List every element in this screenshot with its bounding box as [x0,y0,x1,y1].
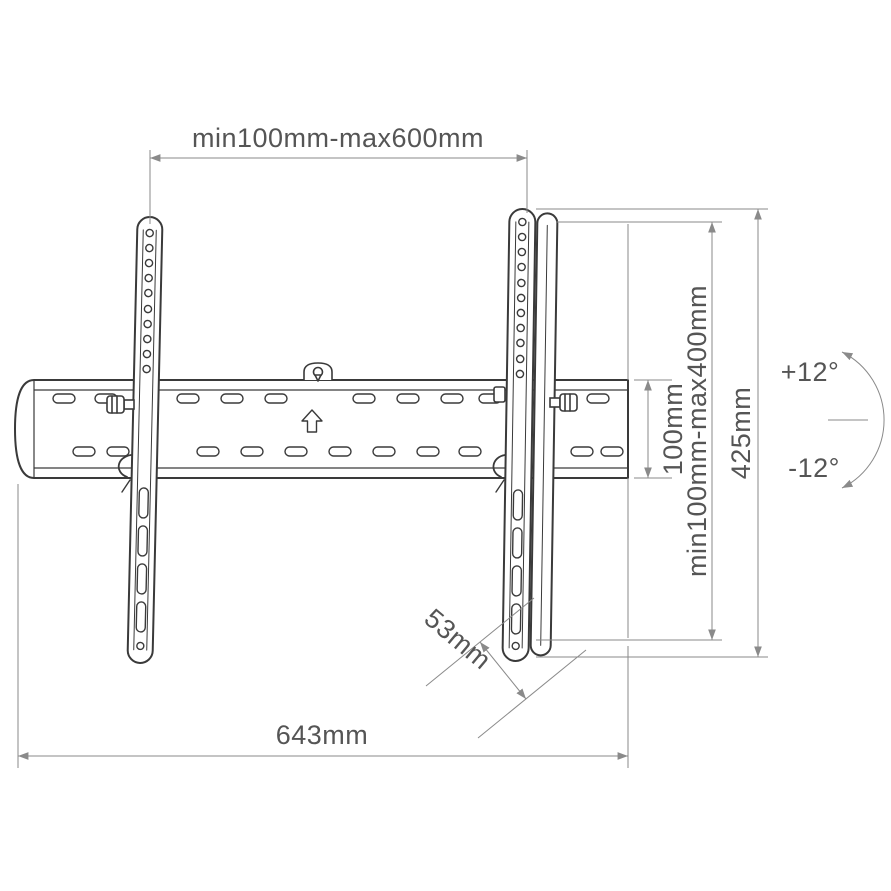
right-bracket-clip [493,386,506,403]
label-depth: 53mm [419,603,497,675]
label-vesa-range: min100mm-max400mm [682,285,712,577]
dim-total-width [17,484,629,768]
dim-bracket-height [536,208,768,658]
right-bracket-slots [510,489,524,651]
label-plate-height: 100mm [658,383,688,476]
right-bracket [501,207,559,662]
dimension-lines [17,150,885,768]
label-tilt-down: -12° [788,453,840,483]
right-bracket-knob [492,386,578,493]
plate-center-tab [303,362,333,382]
plate-slots-bottom [72,446,624,457]
label-total-width: 643mm [276,720,369,750]
left-bracket-hook [117,454,132,478]
label-tilt-up: +12° [781,357,840,387]
left-bracket-slots [135,487,150,651]
label-top-width: min100mm-max600mm [192,123,484,153]
label-bracket-height: 425mm [726,387,756,480]
left-bracket-holes [142,228,154,374]
dim-vesa-range [536,221,722,641]
dim-tilt-arc [828,351,885,489]
right-bracket-hook [492,454,506,478]
right-bracket-holes [515,217,527,379]
dim-top-width [149,150,528,224]
plate-slots-top [52,393,610,404]
dim-plate-height [634,379,672,479]
left-bracket [126,216,164,664]
wall-plate [14,362,629,479]
left-bracket-knob [106,395,135,493]
dim-depth [425,597,587,739]
up-arrow-icon [301,409,323,433]
